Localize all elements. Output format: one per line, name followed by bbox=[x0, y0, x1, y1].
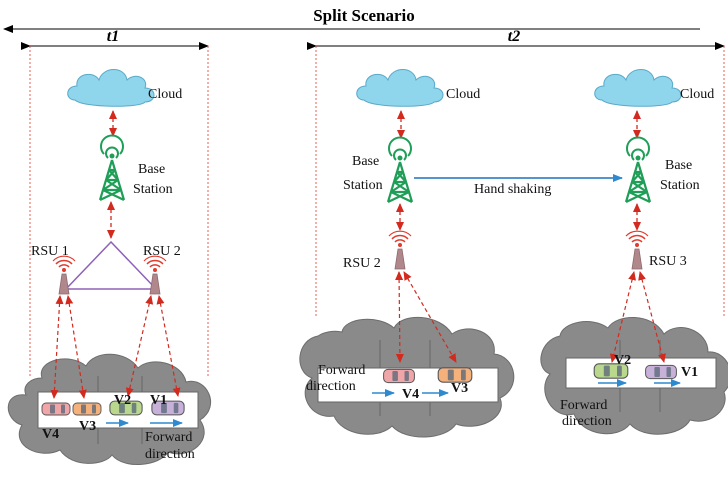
link-rsu2-v1 bbox=[156, 295, 181, 397]
v2-t2-label: V2 bbox=[614, 353, 631, 368]
diagram-title: Split Scenario bbox=[313, 6, 415, 25]
link-rsu3-v1-t2 bbox=[638, 271, 666, 363]
handshake-label: Hand shaking bbox=[474, 182, 551, 197]
rsu3-label: RSU 3 bbox=[649, 254, 687, 269]
panel-t1: t1 Cloud Base Station RSU 1 RSU 2 bbox=[7, 28, 212, 466]
cloud-left-label: Cloud bbox=[446, 87, 480, 102]
v3-t2-label: V3 bbox=[451, 381, 468, 396]
v4-t2-label: V4 bbox=[402, 387, 419, 402]
base-station-icon bbox=[98, 134, 126, 202]
v2-label: V2 bbox=[114, 393, 131, 408]
cloud-left-icon bbox=[356, 69, 444, 107]
rsu-link-triangle bbox=[64, 240, 158, 290]
vehicle-v4 bbox=[41, 402, 71, 416]
forward-label-line1: Forward bbox=[145, 430, 192, 445]
link-rsu2-v2 bbox=[125, 295, 154, 397]
base-station-label-line1: Base bbox=[138, 162, 165, 177]
forward-t2-left-line2: direction bbox=[306, 379, 356, 394]
cloud-right-icon bbox=[594, 69, 682, 107]
vehicle-v3 bbox=[72, 402, 102, 416]
v3-label: V3 bbox=[79, 419, 96, 434]
cloud-right-label: Cloud bbox=[680, 87, 714, 102]
v4-label: V4 bbox=[42, 427, 59, 442]
base-station-right-icon bbox=[624, 136, 652, 204]
base-station-left-icon bbox=[386, 136, 414, 204]
forward-t2-left-line1: Forward bbox=[318, 363, 365, 378]
v1-t2-label: V1 bbox=[681, 365, 698, 380]
forward-t2-right-line2: direction bbox=[562, 414, 612, 429]
panel-t2: t2 Cloud Cloud Base Station Base Station… bbox=[299, 28, 728, 438]
link-rsu2-v3-t2 bbox=[403, 271, 457, 363]
cloud-label: Cloud bbox=[148, 87, 182, 102]
rsu3-icon bbox=[625, 230, 649, 270]
t1-label: t1 bbox=[107, 28, 119, 45]
link-rsu3-v2-t2 bbox=[610, 271, 636, 363]
rsu2-t2-label: RSU 2 bbox=[343, 256, 381, 271]
link-rsu2-v4-t2 bbox=[395, 271, 404, 363]
rsu2-t2-icon bbox=[388, 230, 412, 270]
v1-label: V1 bbox=[150, 393, 167, 408]
base-station-left-line2: Station bbox=[343, 178, 383, 193]
base-station-right-line1: Base bbox=[665, 158, 692, 173]
cloud-icon bbox=[67, 69, 155, 107]
base-station-right-line2: Station bbox=[660, 178, 700, 193]
base-station-left-line1: Base bbox=[352, 154, 379, 169]
forward-label-line2: direction bbox=[145, 447, 195, 462]
forward-t2-right-line1: Forward bbox=[560, 398, 607, 413]
t2-label: t2 bbox=[508, 28, 520, 45]
base-station-label-line2: Station bbox=[133, 182, 173, 197]
link-rsu1-v3 bbox=[65, 295, 87, 399]
vehicle-v1-t2 bbox=[645, 364, 677, 380]
rsu2-label: RSU 2 bbox=[143, 244, 181, 259]
rsu1-label: RSU 1 bbox=[31, 244, 69, 259]
vehicle-v4-t2 bbox=[383, 368, 415, 384]
link-rsu1-v4 bbox=[50, 295, 64, 399]
